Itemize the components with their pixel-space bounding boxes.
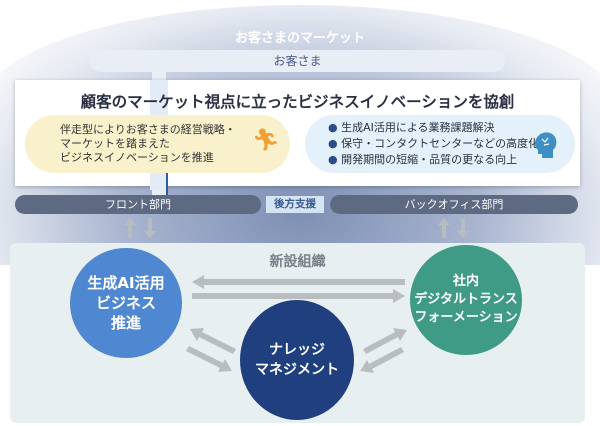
text-line: 伴走型によりお客さまの経営戦略・ — [60, 123, 236, 136]
customer-bar: お客さま — [90, 50, 505, 72]
circle-label: ナレッジ — [269, 342, 325, 358]
arrow-to-genai-icon — [192, 275, 405, 289]
circle-label: 社内 — [452, 274, 479, 289]
circle-label: 生成AI活用 — [87, 274, 165, 292]
running-person-icon: 🏃︎ — [252, 128, 280, 153]
arrow-dx-to-knowledge-icon — [360, 347, 404, 373]
arrow-to-dx-icon — [192, 289, 405, 303]
genai-business-circle: 生成AI活用 ビジネス 推進 — [70, 248, 182, 358]
flow-arrows — [186, 275, 407, 373]
ai-benefits-list: ● 生成AI活用による業務課題解決 ● 保守・コンタクトセンターなどの高度化 ●… — [328, 120, 539, 168]
internal-dx-circle: 社内 デジタルトランス フォーメーション — [410, 245, 522, 355]
circle-label: デジタルトランス — [414, 292, 518, 307]
circle-label: 推進 — [110, 314, 141, 332]
text-line: ビジネスイノベーションを推進 — [60, 151, 214, 164]
front-innovation-text: 伴走型によりお客さまの経営戦略・ マーケットを踏まえた ビジネスイノベーションを… — [60, 123, 236, 165]
circle-label: フォーメーション — [414, 310, 518, 325]
vertical-exchange-arrows — [124, 218, 469, 238]
arrow-knowledge-to-genai-icon — [190, 328, 236, 354]
arrow-genai-to-knowledge-icon — [186, 346, 232, 372]
back-office-bar: バックオフィス部門 — [330, 195, 578, 214]
list-item: ● 保守・コンタクトセンターなどの高度化 — [328, 137, 540, 150]
knowledge-management-circle: ナレッジ マネジメント — [240, 300, 354, 420]
list-item: ● 開発期間の短縮・品質の更なる向上 — [328, 153, 518, 166]
circle-label: マネジメント — [255, 362, 339, 378]
main-heading: 顧客のマーケット視点に立ったビジネスイノベーションを協創 — [80, 93, 515, 111]
back-exchange-arrows-icon — [438, 218, 469, 238]
circle-label: ビジネス — [95, 294, 156, 312]
front-department-bar: フロント部門 — [15, 195, 261, 214]
market-title: お客さまのマーケット — [234, 31, 365, 46]
front-innovation-pill — [25, 115, 290, 173]
front-exchange-arrows-icon — [124, 218, 156, 238]
arrow-knowledge-to-dx-icon — [363, 328, 407, 354]
list-item: ● 生成AI活用による業務課題解決 — [328, 121, 495, 134]
new-organization-title: 新設組織 — [269, 254, 326, 270]
ai-head-icon — [535, 132, 557, 158]
ai-benefits-pill — [305, 115, 575, 173]
text-line: マーケットを踏まえた — [60, 137, 170, 150]
back-support-label: 後方支援 — [266, 196, 324, 213]
